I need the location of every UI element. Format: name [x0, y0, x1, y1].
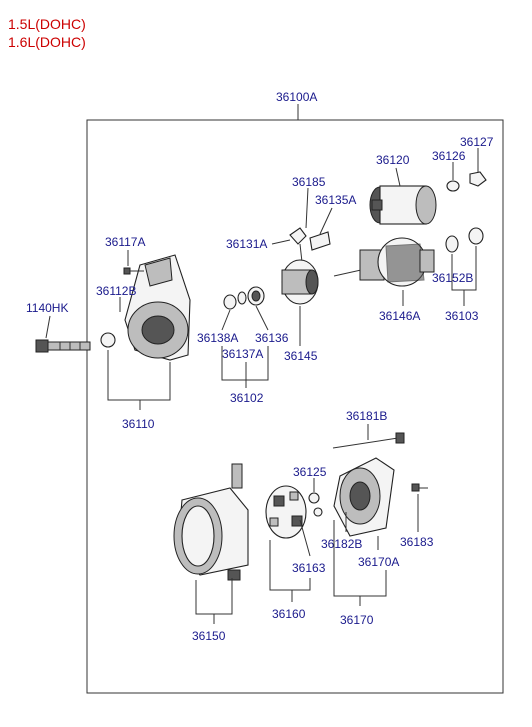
label-36110: 36110	[122, 417, 155, 431]
label-36126: 36126	[432, 149, 466, 163]
through-bolt-36181b	[332, 432, 405, 449]
ring-36137a	[237, 291, 247, 305]
label-36170A: 36170A	[358, 555, 399, 569]
label-36150: 36150	[192, 629, 226, 643]
assembly-frame	[86, 119, 504, 694]
label-1140HK: 1140HK	[26, 301, 68, 315]
brush-holder-36163	[265, 485, 307, 539]
label-36117A: 36117A	[105, 235, 145, 249]
label-36135A: 36135A	[315, 193, 356, 207]
label-36127: 36127	[460, 135, 494, 149]
ring-36138a	[223, 294, 237, 310]
label-36103: 36103	[445, 309, 479, 323]
label-36131A: 36131A	[226, 237, 267, 251]
engine-spec-2: 1.6L(DOHC)	[8, 34, 86, 50]
label-36138A: 36138A	[197, 331, 238, 345]
overrunning-clutch-36145	[281, 259, 319, 305]
bolt-36117a	[123, 267, 144, 275]
label-36120: 36120	[376, 153, 410, 167]
label-36185: 36185	[292, 175, 326, 189]
label-36145: 36145	[284, 349, 318, 363]
plate-36135a	[309, 231, 331, 251]
label-36183: 36183	[400, 535, 434, 549]
label-36102: 36102	[230, 391, 264, 405]
label-36137A: 36137A	[222, 347, 263, 361]
lever-36131a	[289, 227, 307, 263]
screw-36183	[411, 483, 428, 492]
washer-36152b	[445, 235, 459, 253]
label-36125: 36125	[293, 465, 327, 479]
front-housing-36110	[100, 254, 191, 361]
bolt-1140hk	[35, 339, 91, 353]
label-36181B: 36181B	[346, 409, 387, 423]
engine-spec-1: 1.5L(DOHC)	[8, 16, 86, 32]
washer-36103	[468, 227, 484, 245]
armature-36146a	[333, 237, 435, 287]
nut-36127	[469, 171, 487, 187]
washer-36126	[446, 180, 460, 192]
yoke-36150	[173, 463, 249, 581]
label-36100A: 36100A	[276, 90, 317, 104]
label-36163: 36163	[292, 561, 326, 575]
rear-cover-36170a	[333, 457, 395, 537]
solenoid-36120	[369, 185, 437, 225]
collar-36136	[247, 286, 265, 306]
label-36112B: 36112B	[96, 284, 136, 298]
label-36160: 36160	[272, 607, 306, 621]
label-36170: 36170	[340, 613, 374, 627]
label-36182B: 36182B	[321, 537, 362, 551]
label-36136: 36136	[255, 331, 289, 345]
label-36146A: 36146A	[379, 309, 420, 323]
label-36152B: 36152B	[432, 271, 473, 285]
spring-36125	[308, 492, 323, 517]
